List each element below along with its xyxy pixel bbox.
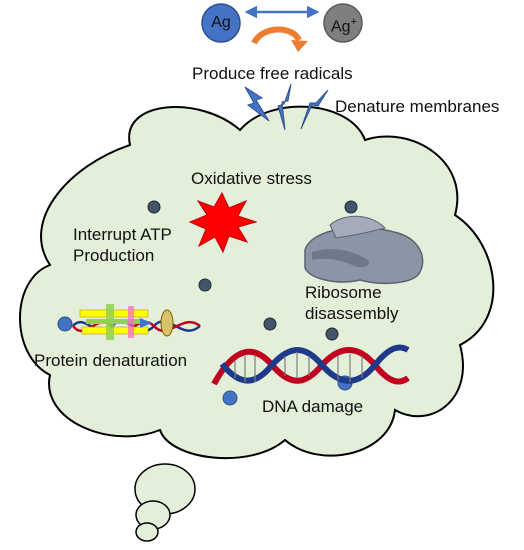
cell-cloud: [19, 105, 495, 460]
interrupt-atp-label: Interrupt ATP Production: [73, 225, 172, 265]
oxidative-stress-label: Oxidative stress: [191, 169, 312, 188]
dna-helix-icon: [211, 344, 410, 386]
ag-label: Ag: [211, 14, 231, 31]
ag-plus-superscript: +: [350, 16, 357, 28]
protein-denaturation-label: Protein denaturation: [34, 351, 188, 370]
thought-circle-small: [135, 522, 159, 542]
lightning-bolt-icon: [277, 83, 292, 131]
denature-membranes-label: Denature membranes: [335, 97, 500, 116]
particle-icon: [147, 200, 161, 214]
oxidative-burst-icon: [188, 191, 258, 254]
ag-plus-label: Ag+: [328, 12, 360, 37]
particle-icon: [325, 327, 339, 341]
silver-particle-icon: [222, 390, 238, 406]
produce-free-radicals-label: Produce free radicals: [192, 64, 353, 83]
ag-ion-icon: [323, 3, 363, 43]
dna-damage-label: DNA damage: [262, 397, 364, 416]
ag-plus-base: Ag: [330, 18, 351, 36]
particle-icon: [198, 278, 212, 292]
ag-atom-icon: [201, 3, 241, 43]
silver-particle-icon: [57, 316, 73, 332]
particle-icon: [263, 317, 277, 331]
ribosome-disassembly-label: Ribosome disassembly: [305, 283, 399, 323]
protein-denaturation-icon: [72, 304, 201, 340]
ribosome-icon: [304, 215, 424, 285]
particle-icon: [344, 200, 358, 214]
lightning-bolt-icon: [300, 89, 329, 130]
curved-arrow-icon: [251, 26, 308, 52]
lightning-bolt-icon: [244, 86, 270, 122]
